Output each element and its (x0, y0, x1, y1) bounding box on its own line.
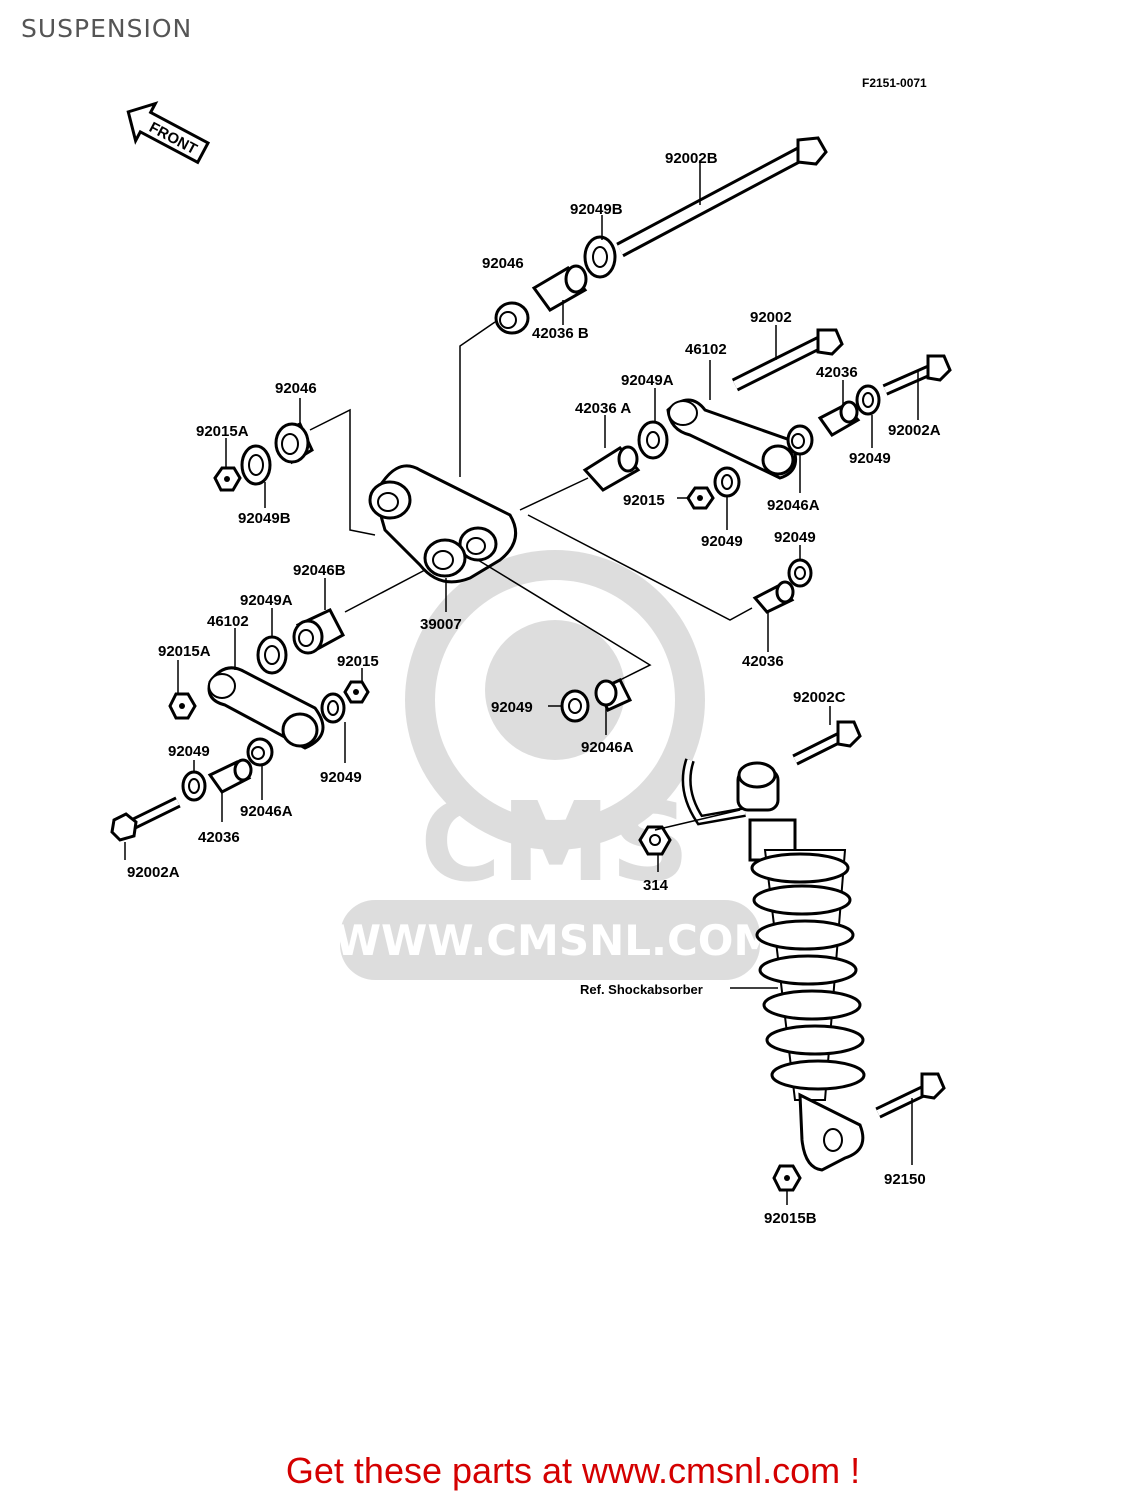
callout-92049-right: 92049 (849, 450, 891, 467)
bolt-92002A-left[interactable] (110, 796, 181, 842)
seal-92049-c[interactable] (560, 689, 590, 723)
callout-42036-right: 42036 (816, 364, 858, 381)
bearing-92046-left[interactable] (274, 422, 314, 465)
seal-92049B-left[interactable] (240, 444, 272, 486)
collar-42036B[interactable] (531, 264, 588, 312)
bolt-92002[interactable] (731, 328, 844, 392)
callout-92046-left: 92046 (275, 380, 317, 397)
callout-92049-c: 92049 (491, 699, 533, 716)
page-title: SUSPENSION (21, 14, 193, 43)
callout-46102-left: 46102 (207, 613, 249, 630)
callout-42036-l: 42036 (198, 829, 240, 846)
callout-92046-top: 92046 (482, 255, 524, 272)
seal-92049A-right[interactable] (637, 420, 669, 460)
nut-92015-left[interactable] (343, 680, 370, 704)
callout-92049B-top: 92049B (570, 201, 623, 218)
callout-92015A-l2: 92015A (158, 643, 211, 660)
front-arrow-icon: FRONT (126, 101, 211, 165)
callout-92015A-left: 92015A (196, 423, 249, 440)
cmsnl-watermark: CMS WWW.CMSNL.COM (335, 550, 776, 980)
callout-labels: 92002B 92049B 92046 42036 B 92002 46102 … (127, 150, 941, 1227)
seal-92049-l2[interactable] (181, 770, 207, 802)
callout-92046A-right: 92046A (767, 497, 820, 514)
bearing-92046-top[interactable] (494, 301, 530, 335)
callout-42036A: 42036 A (575, 400, 631, 417)
seal-92049-l[interactable] (320, 692, 346, 724)
nut-92015A-l2[interactable] (168, 692, 197, 720)
callout-92046B: 92046B (293, 562, 346, 579)
callout-92049-l: 92049 (320, 769, 362, 786)
callout-92046A-l: 92046A (240, 803, 293, 820)
figure-code: F2151-0071 (862, 76, 927, 90)
callout-92049-r2: 92049 (774, 529, 816, 546)
bolt-92002C[interactable] (792, 720, 862, 766)
callout-ref-shockabsorber: Ref. Shockabsorber (580, 982, 703, 997)
callout-39007: 39007 (420, 616, 462, 633)
nut-92015-right[interactable] (686, 486, 715, 510)
callout-92049-l2: 92049 (168, 743, 210, 760)
callout-92049-mid: 92049 (701, 533, 743, 550)
tie-rod-46102-left[interactable] (207, 666, 325, 750)
callout-92049A-right: 92049A (621, 372, 674, 389)
callout-92015B: 92015B (764, 1210, 817, 1227)
rocker-arm-39007[interactable] (368, 464, 518, 584)
callout-46102-right: 46102 (685, 341, 727, 358)
collar-42036-right[interactable] (817, 400, 861, 437)
seal-92049B-top[interactable] (583, 235, 617, 279)
collar-42036-r2[interactable] (752, 580, 795, 614)
nut-92015B[interactable] (772, 1164, 802, 1192)
callout-92046A-c: 92046A (581, 739, 634, 756)
footer-cta-link[interactable]: Get these parts at www.cmsnl.com ! (285, 1450, 861, 1491)
callout-92049B-left: 92049B (238, 510, 291, 527)
nut-314[interactable] (638, 825, 672, 856)
bearing-92046B[interactable] (292, 608, 346, 655)
bearing-92046A-l[interactable] (246, 737, 274, 767)
callout-92002B: 92002B (665, 150, 718, 167)
tie-rod-46102-right[interactable] (666, 398, 798, 480)
callout-42036-r2: 42036 (742, 653, 784, 670)
callout-92150: 92150 (884, 1171, 926, 1188)
seal-92049-mid[interactable] (713, 466, 741, 498)
callout-92015-left: 92015 (337, 653, 379, 670)
watermark-url: WWW.CMSNL.COM (335, 916, 776, 965)
callout-92002: 92002 (750, 309, 792, 326)
callout-92002A-l: 92002A (127, 864, 180, 881)
callout-92049A-left: 92049A (240, 592, 293, 609)
seal-92049-r2[interactable] (787, 558, 813, 588)
bolt-92150[interactable] (875, 1072, 946, 1119)
callout-314: 314 (643, 877, 669, 894)
leader-lines (124, 160, 919, 1205)
bolt-92002B[interactable] (616, 136, 828, 258)
nut-92015A-left[interactable] (213, 466, 242, 492)
callout-42036B: 42036 B (532, 325, 589, 342)
callout-92002A-right: 92002A (888, 422, 941, 439)
bearing-92046A-right[interactable] (786, 424, 814, 456)
collar-42036A[interactable] (582, 445, 641, 492)
collar-42036-l[interactable] (207, 758, 253, 794)
bolt-92002A-right[interactable] (882, 354, 952, 396)
callout-92015-right: 92015 (623, 492, 665, 509)
seal-92049A-left[interactable] (256, 635, 288, 675)
shock-absorber[interactable] (681, 758, 866, 1172)
seal-92049-right[interactable] (855, 384, 881, 416)
callout-92002C: 92002C (793, 689, 846, 706)
